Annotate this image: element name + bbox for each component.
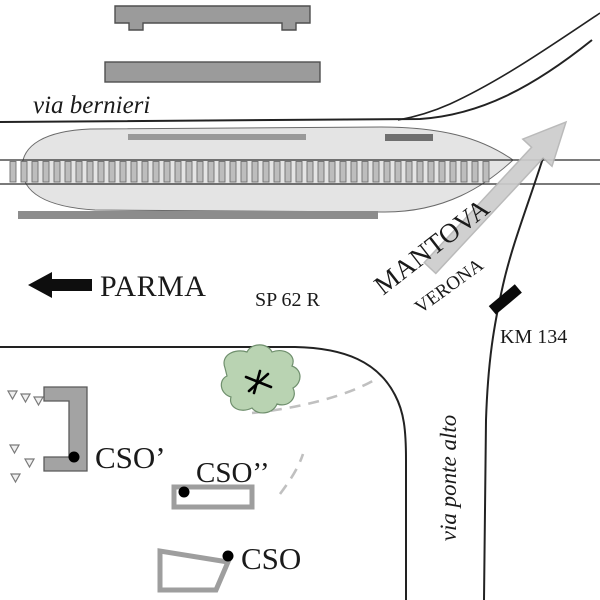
cso-double-prime-label: CSO’’ [196,457,270,489]
cso-double-prime-building [171,484,255,510]
cso-prime-label: CSO’ [95,440,166,475]
via-bernieri-label: via bernieri [33,92,150,119]
via-ponte-alto-label: via ponte alto [436,415,461,541]
cso-prime-building [43,386,88,472]
cso-label: CSO [241,541,301,576]
cso-building [157,548,232,593]
km-tick-icon [488,284,522,315]
km134-label: KM 134 [500,326,567,348]
sp62r-label: SP 62 R [255,289,321,311]
star-marker-icon [244,369,273,395]
dashed-curve-lower [278,453,305,495]
dashed-curve-upper [251,376,379,415]
lower-road-line [0,346,407,600]
platform-bar-upper [128,134,306,140]
cso-double-prime-dot-icon [178,486,190,498]
top-right-road-curve [397,12,600,121]
northeast-arrow-icon [423,120,568,275]
small-triangle-markers [6,390,45,484]
cso-dot-icon [222,550,234,562]
via-ponte-alto-right-edge [483,157,544,600]
parma-left-arrow-icon [28,272,92,298]
building-top [114,5,311,31]
platform-bar-upper-right [385,134,433,141]
via-bernieri-road-line [0,39,593,123]
cso-prime-dot-icon [68,451,80,463]
railway-ties [9,161,490,183]
platform-bar-lower [18,211,378,219]
parma-label: PARMA [100,270,206,303]
building-second [104,61,321,83]
